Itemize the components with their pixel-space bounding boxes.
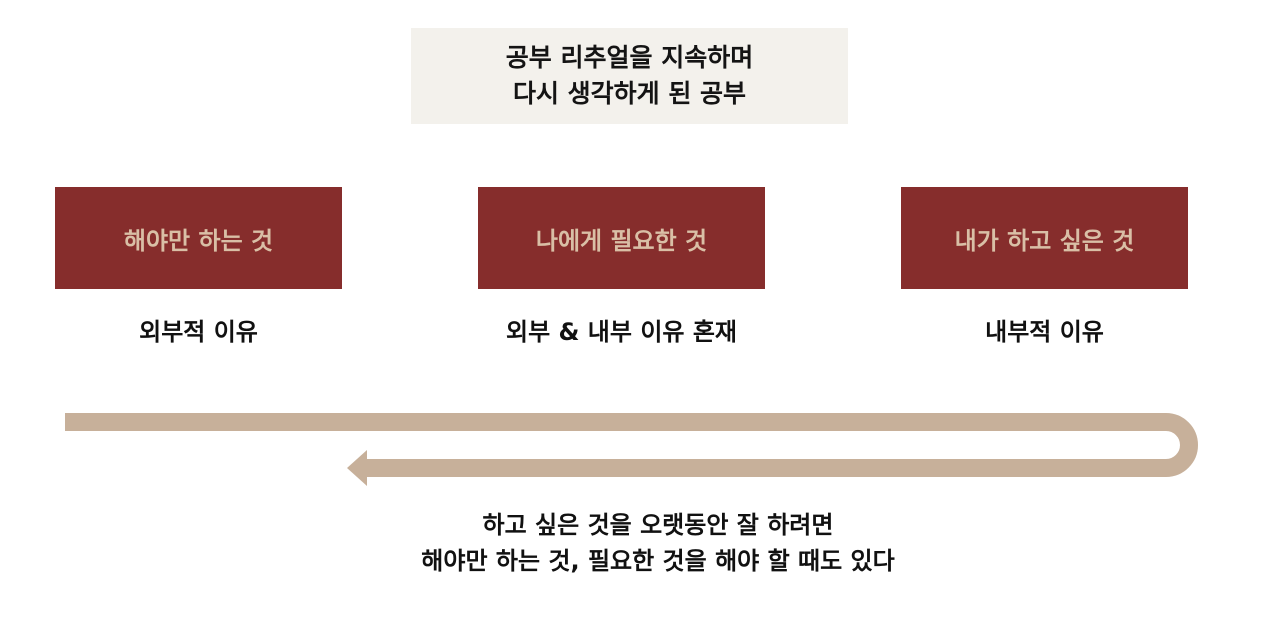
conclusion-line-1: 하고 싶은 것을 오랫동안 잘 하려면 xyxy=(482,511,834,539)
return-arrow-path xyxy=(65,413,1198,477)
card-needed-label: 나에게 필요한 것 xyxy=(535,226,708,255)
reason-internal: 내부적 이유 xyxy=(985,318,1104,346)
card-must-do: 해야만 하는 것 xyxy=(55,187,342,289)
reason-mixed: 외부 & 내부 이유 혼재 xyxy=(506,318,737,346)
conclusion-line-2: 해야만 하는 것, 필요한 것을 해야 할 때도 있다 xyxy=(421,547,895,575)
return-arrow-head xyxy=(347,450,367,486)
title-line-1: 공부 리추얼을 지속하며 xyxy=(505,43,754,72)
card-needed: 나에게 필요한 것 xyxy=(478,187,765,289)
reason-external: 외부적 이유 xyxy=(139,318,258,346)
card-must-do-label: 해야만 하는 것 xyxy=(123,226,274,255)
card-want-to-do: 내가 하고 싶은 것 xyxy=(901,187,1188,289)
title-box: 공부 리추얼을 지속하며 다시 생각하게 된 공부 xyxy=(411,28,848,124)
title-line-2: 다시 생각하게 된 공부 xyxy=(512,79,747,108)
card-want-to-do-label: 내가 하고 싶은 것 xyxy=(954,226,1135,255)
conclusion-note: 하고 싶은 것을 오랫동안 잘 하려면 해야만 하는 것, 필요한 것을 해야 … xyxy=(300,507,1016,579)
